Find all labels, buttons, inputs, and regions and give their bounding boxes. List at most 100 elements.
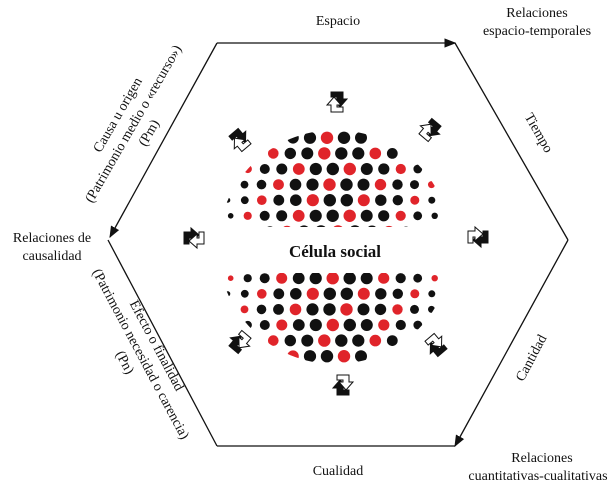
sphere-dot [357, 287, 370, 300]
sphere-dot [431, 275, 438, 282]
cycle-arrows-icon [421, 330, 451, 360]
sphere-dot [289, 178, 302, 191]
sphere-dot [360, 163, 373, 175]
left-line-1: Relaciones de [13, 231, 91, 246]
edge-label-lower-right: Cantidad [513, 333, 550, 385]
edge-label-upper-right: Tiempo [521, 111, 556, 156]
sphere-dot [343, 272, 356, 285]
sphere-dot [227, 275, 234, 282]
sphere-dot [276, 319, 288, 331]
cycle-arrows-icon [415, 115, 445, 145]
sphere-dot [259, 164, 270, 174]
sphere-dot [257, 195, 267, 205]
sphere-dot [428, 196, 436, 204]
edge-upper-left-line [109, 42, 218, 239]
upper-left-line-2: (Patrimonio medio o «recurso») [83, 43, 186, 206]
cycle-arrows-icon [467, 226, 489, 248]
sphere-dot [273, 288, 285, 300]
sphere-dot [413, 320, 423, 330]
center-title: Célula social [289, 242, 381, 261]
sphere-dot [335, 147, 348, 160]
sphere-dot [287, 132, 299, 144]
sphere-dot [326, 318, 339, 332]
sphere-dot [326, 162, 339, 176]
sphere-dot [395, 273, 406, 284]
sphere-dot [306, 287, 319, 300]
sphere-dot [352, 334, 365, 347]
sphere-dot [395, 163, 406, 175]
cycle-arrows-icon [225, 125, 255, 155]
lower-left-line-2: (Patrimonio necesidad o carencia) [89, 267, 192, 443]
sphere-dot [259, 273, 270, 284]
sphere-dot [326, 272, 339, 285]
edge-label-upper-left: Causa u origen (Patrimonio medio o «recu… [83, 43, 186, 206]
edge-label-lower-left: Efecto o finalidad (Patrimonio necesidad… [89, 267, 192, 443]
sphere-dot [378, 319, 390, 331]
sphere-dot [323, 178, 336, 191]
sphere-dot [243, 164, 252, 174]
sphere-dot [343, 318, 356, 332]
sphere-dot [369, 147, 382, 160]
sphere-dot [395, 210, 406, 221]
sphere-dot [318, 147, 331, 160]
sphere-dot [306, 303, 319, 316]
sphere-dot [284, 334, 296, 347]
sphere-dot [309, 209, 322, 222]
sphere-dot [335, 334, 348, 347]
sphere-dot [386, 335, 398, 346]
sphere-dot [290, 288, 302, 300]
sphere-dot [256, 304, 267, 315]
sphere-dot [386, 148, 398, 159]
center-band [200, 227, 470, 273]
sphere-dot [276, 210, 288, 222]
edge-label-bottom: Cualidad [313, 464, 364, 479]
sphere-dot [243, 320, 252, 330]
sphere-dot [243, 274, 252, 283]
sphere-dot [337, 350, 351, 363]
sphere-dot [273, 194, 285, 206]
sphere-dot [227, 213, 234, 219]
sphere-dot [306, 178, 319, 191]
edge-lower-left-line [107, 239, 218, 447]
left-line-2: causalidad [22, 249, 81, 264]
sphere-dot [320, 350, 334, 363]
cycle-arrows-icon [332, 374, 354, 396]
top-right-line-1: Relaciones [506, 6, 567, 21]
sphere-dot [257, 289, 267, 299]
sphere-dot [378, 210, 390, 222]
sphere-dot [289, 303, 302, 316]
edge-lower-right-line [454, 239, 569, 448]
sphere-dot [360, 319, 373, 331]
sphere-dot [360, 272, 373, 285]
sphere-dot [357, 303, 370, 316]
sphere-dot [309, 318, 322, 332]
sphere-dot [340, 287, 353, 300]
edge-label-top: Espacio [316, 14, 360, 29]
sphere-dot [256, 179, 267, 190]
sphere-dot [292, 272, 305, 285]
sphere-dot [392, 195, 403, 206]
sphere-dot [268, 335, 279, 346]
sphere-dot [410, 304, 419, 314]
sphere-dot [374, 178, 387, 191]
sphere-dot [378, 163, 390, 175]
sphere-dot [273, 179, 284, 191]
sphere-dot [375, 288, 387, 300]
sphere-dot [240, 180, 249, 189]
sphere-dot [352, 147, 365, 160]
sphere-dot [268, 148, 279, 159]
sphere-dot [225, 291, 231, 297]
sphere-dot [375, 194, 387, 206]
sphere-dot [357, 178, 370, 191]
sphere-dot [431, 212, 438, 219]
sphere-dot [392, 179, 403, 190]
bottom-right-line-2: cuantitativas-cualitativas [468, 469, 607, 484]
sphere-dot [303, 131, 317, 144]
sphere-dot [276, 163, 288, 175]
sphere-dot [343, 162, 356, 176]
sphere-dot [355, 131, 367, 144]
sphere-dot [225, 197, 231, 203]
sphere-dot [284, 147, 296, 160]
sphere-dot [276, 272, 288, 284]
sphere-dot [428, 305, 435, 313]
